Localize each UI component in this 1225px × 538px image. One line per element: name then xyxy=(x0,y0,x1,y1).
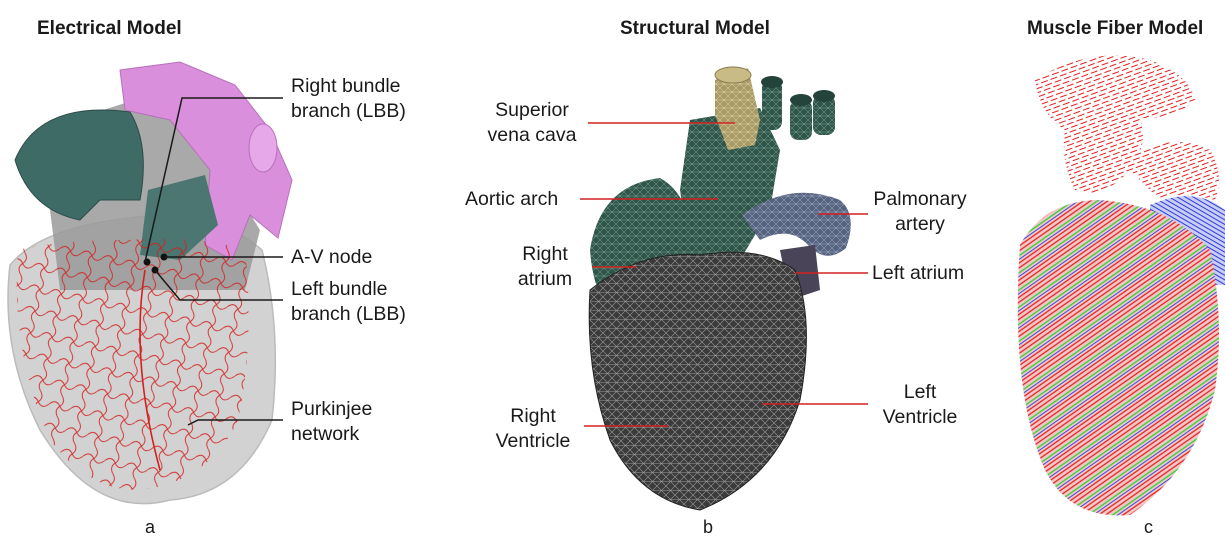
label-right-bundle-line1: Right bundle xyxy=(291,74,406,99)
label-pulmonary-line1: Palmonary xyxy=(870,187,970,212)
label-pulmonary-line2: artery xyxy=(870,212,970,237)
electrical-heart-model xyxy=(8,62,292,504)
structural-heart-model xyxy=(589,67,851,510)
label-left-bundle-line2: branch (LBB) xyxy=(291,302,406,327)
label-svc-line2: vena cava xyxy=(477,123,587,148)
label-pulmonary-artery: Palmonary artery xyxy=(870,187,970,237)
label-left-ventricle-line1: Left xyxy=(870,380,970,405)
label-left-atrium: Left atrium xyxy=(872,261,964,286)
label-left-ventricle-line2: Ventricle xyxy=(870,405,970,430)
label-left-ventricle: Left Ventricle xyxy=(870,380,970,430)
label-right-atrium-line2: atrium xyxy=(505,267,585,292)
label-right-atrium-line1: Right xyxy=(505,242,585,267)
label-left-bundle-branch: Left bundle branch (LBB) xyxy=(291,277,406,327)
label-right-bundle-line2: branch (LBB) xyxy=(291,99,406,124)
label-svc-line1: Superior xyxy=(477,98,587,123)
label-right-bundle-branch: Right bundle branch (LBB) xyxy=(291,74,406,124)
panel-a-letter: a xyxy=(145,517,155,538)
label-right-atrium: Right atrium xyxy=(505,242,585,292)
label-purkinjee-line1: Purkinjee xyxy=(291,397,372,422)
label-superior-vena-cava: Superior vena cava xyxy=(477,98,587,148)
label-right-ventricle-line2: Ventricle xyxy=(483,429,583,454)
label-purkinjee-network: Purkinjee network xyxy=(291,397,372,447)
panel-b-letter: b xyxy=(703,517,713,538)
label-aortic-arch: Aortic arch xyxy=(465,187,558,212)
label-purkinjee-line2: network xyxy=(291,422,372,447)
muscle-fiber-heart-model xyxy=(1018,56,1225,516)
panel-c-letter: c xyxy=(1144,517,1153,538)
label-right-ventricle: Right Ventricle xyxy=(483,404,583,454)
label-right-ventricle-line1: Right xyxy=(483,404,583,429)
label-av-node: A-V node xyxy=(291,245,372,270)
label-left-bundle-line1: Left bundle xyxy=(291,277,406,302)
